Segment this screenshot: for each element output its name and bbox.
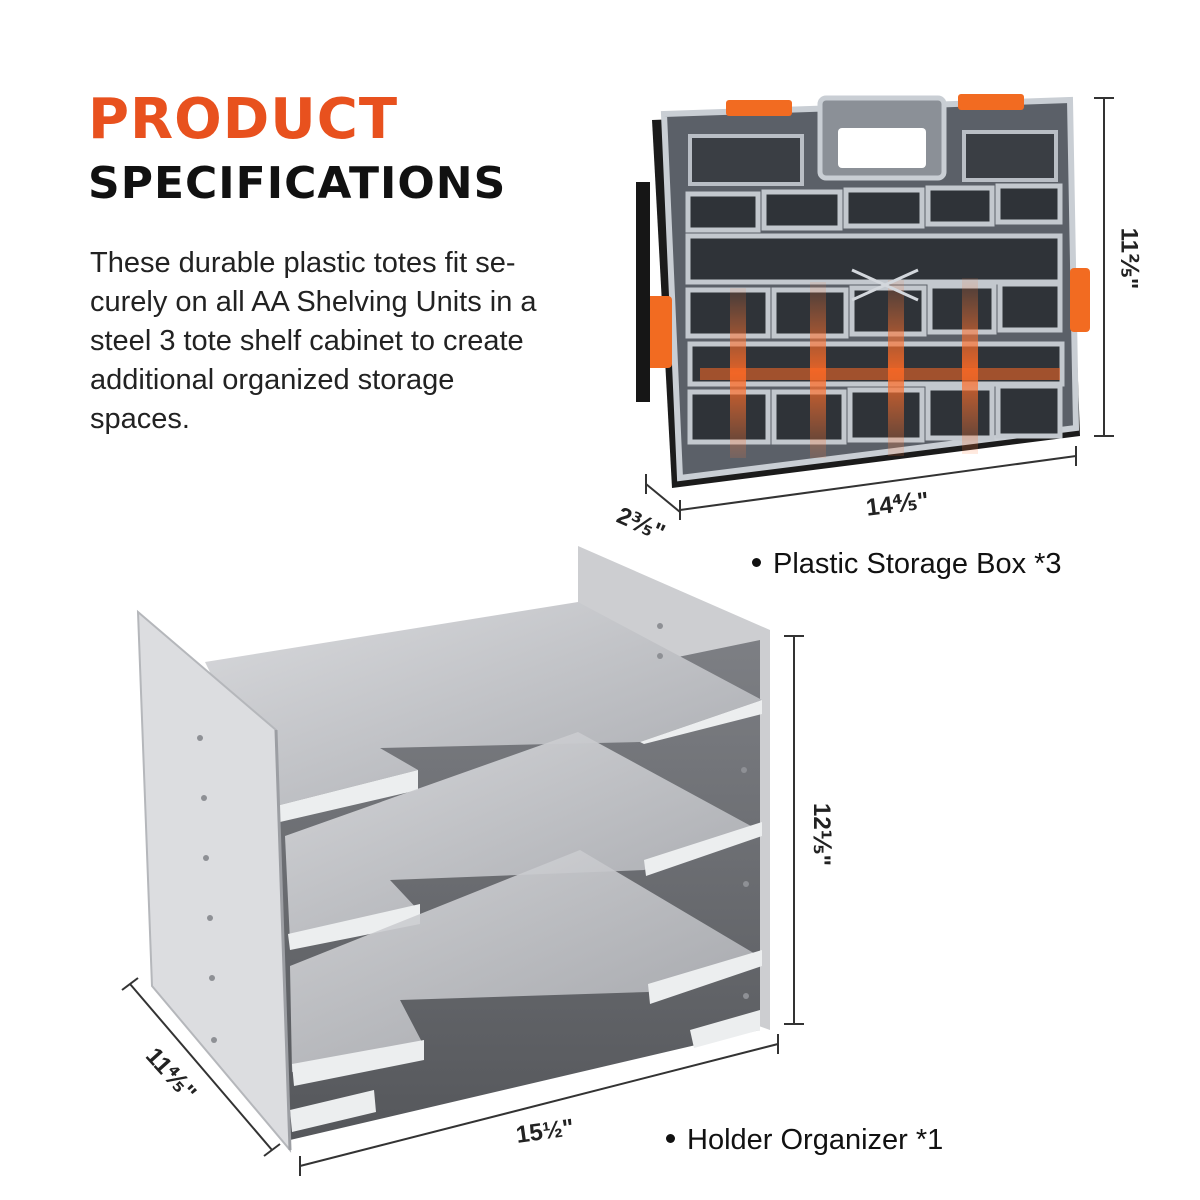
box-height-dimension: 11⅖" [1115,227,1143,290]
description-line: curely on all AA Shelving Units in a [90,286,537,318]
description-line: spaces. [90,403,190,435]
holder-organizer-image [136,546,770,1153]
bullet-icon [666,1133,675,1143]
organizer-height-dimension: 12⅕" [807,803,835,866]
holder-organizer-caption: Holder Organizer *1 [666,1124,943,1157]
plastic-box-caption-text: Plastic Storage Box *3 [773,548,1062,580]
plastic-box-caption: Plastic Storage Box *3 [752,548,1062,581]
organizer-dimension-lines [121,635,804,1176]
description-line: These durable plastic totes fit se- [90,247,516,279]
heading-product: PRODUCT [88,87,399,152]
plastic-storage-box-image [636,94,1090,488]
box-dimension-lines [645,97,1114,520]
heading-specifications: SPECIFICATIONS [88,158,507,209]
description-line: steel 3 tote shelf cabinet to create [90,325,524,357]
bullet-icon [752,557,761,567]
holder-organizer-caption-text: Holder Organizer *1 [687,1124,944,1156]
product-description: These durable plastic totes fit se- cure… [90,244,610,439]
description-line: additional organized storage [90,364,455,396]
